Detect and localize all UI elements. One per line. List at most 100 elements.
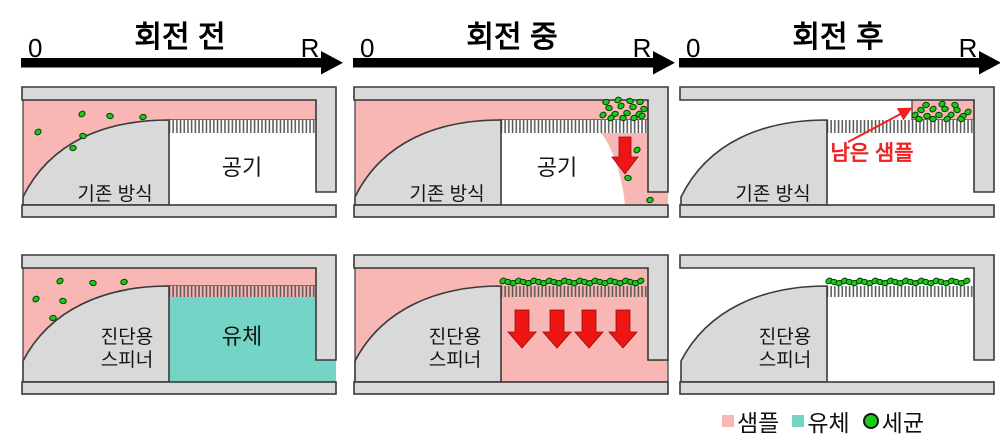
- legend-item-fluid: 유체: [792, 404, 850, 438]
- bacterium-icon: [89, 279, 97, 287]
- filter-comb: [169, 120, 316, 133]
- stage-title-before: 회전 전: [134, 21, 225, 54]
- label-conventional-method: 기존 방식: [735, 183, 810, 205]
- bacterium-icon: [964, 108, 972, 116]
- bacterium-icon: [929, 105, 937, 113]
- bacterium-icon: [602, 98, 610, 106]
- label-air: 공기: [222, 155, 262, 180]
- legend-item-sample: 샘플: [722, 404, 779, 438]
- panel-spinner-before: 진단용 스피너 유체: [21, 254, 337, 395]
- header-during: 0 회전 중 R: [353, 21, 675, 75]
- sample-pocket: [601, 133, 668, 205]
- filter-comb: [827, 120, 974, 133]
- chamber-frame: [679, 254, 995, 361]
- label-conventional-method: 기존 방식: [409, 183, 484, 205]
- stage-title-after: 회전 후: [792, 21, 883, 54]
- label-air: 공기: [537, 155, 577, 180]
- bacteria-row: [499, 277, 645, 287]
- bacterium-icon: [106, 112, 114, 120]
- bacterium-icon: [599, 111, 607, 119]
- chamber-bottom-wall: [21, 381, 337, 395]
- bacterium-icon: [629, 103, 637, 111]
- label-spinner-line2: 스피너: [101, 349, 153, 371]
- axis-start-label: 0: [360, 33, 374, 63]
- chamber-body: [680, 119, 828, 206]
- chamber-bottom-wall: [679, 381, 995, 395]
- filter-comb: [827, 286, 974, 297]
- bacterium-icon: [626, 97, 634, 105]
- bacterium-icon: [646, 196, 654, 204]
- bacterium-icon: [636, 98, 644, 106]
- bacterium-icon: [941, 105, 949, 113]
- panel-spinner-after: 진단용 스피너: [679, 254, 995, 395]
- bacterium-icon: [922, 101, 930, 109]
- bacterium-icon: [951, 101, 959, 109]
- legend-item-bacteria: 세균: [862, 404, 924, 438]
- chamber-bottom-wall: [353, 381, 669, 395]
- bacterium-icon: [614, 96, 622, 104]
- bacterium-icon: [640, 105, 648, 113]
- down-arrows: [507, 309, 638, 349]
- bacterium-icon: [637, 277, 645, 285]
- panel-conventional-before: 기존 방식 공기: [21, 86, 337, 218]
- label-spinner-line1: 진단용: [429, 326, 481, 348]
- bacterium-icon: [32, 295, 40, 303]
- chamber-frame: [21, 86, 337, 193]
- radius-axis-arrow: [679, 51, 1000, 75]
- bacteria-cluster: [911, 100, 972, 123]
- bacterium-icon: [78, 110, 86, 118]
- bacterium-icon: [633, 146, 641, 154]
- header-before: 0 회전 전 R: [21, 21, 343, 75]
- bacterium-icon: [963, 277, 971, 285]
- stage-title-during: 회전 중: [466, 21, 557, 54]
- bacterium-icon: [917, 106, 925, 114]
- bacterium-icon: [605, 104, 613, 112]
- legend-label-sample: 샘플: [737, 410, 780, 436]
- panel-conventional-during: 기존 방식 공기: [353, 86, 669, 218]
- label-spinner-line1: 진단용: [759, 326, 811, 348]
- bacterium-icon: [630, 114, 638, 122]
- bacteria-scatter: [34, 110, 147, 152]
- axis-end-label: R: [301, 33, 320, 63]
- bacteria-row: [825, 277, 971, 287]
- axis-end-label: R: [959, 33, 978, 63]
- bacterium-icon: [624, 174, 632, 182]
- bacterium-icon: [59, 297, 67, 305]
- label-spinner-line2: 스피너: [759, 349, 811, 371]
- axis-end-label: R: [633, 33, 652, 63]
- label-conventional-method: 기존 방식: [77, 183, 152, 205]
- legend-label-fluid: 유체: [807, 410, 850, 436]
- bacterium-icon: [79, 132, 87, 140]
- bacterium-icon: [935, 111, 943, 119]
- fluid-region: [169, 297, 336, 382]
- bacterium-icon: [617, 102, 625, 110]
- bacterium-icon: [623, 109, 631, 117]
- down-arrow-icon: [574, 309, 604, 349]
- panel-spinner-during: 진단용 스피너: [353, 254, 669, 395]
- label-spinner-line2: 스피너: [429, 349, 481, 371]
- label-remaining-sample: 남은 샘플: [830, 142, 913, 165]
- chamber-body: [22, 119, 170, 206]
- axis-start-label: 0: [28, 33, 42, 63]
- chamber-frame: [353, 86, 669, 193]
- chamber-body: [22, 285, 170, 383]
- bacteria-falling: [624, 146, 654, 204]
- bacterium-icon: [120, 278, 128, 286]
- chamber-body: [354, 285, 502, 383]
- label-fluid: 유체: [222, 324, 262, 349]
- bacterium-icon: [943, 115, 951, 123]
- bacterium-icon: [139, 113, 147, 121]
- annotation-arrow: [847, 107, 913, 143]
- bacterium-icon: [607, 114, 615, 122]
- legend-label-bacteria: 세균: [881, 410, 924, 436]
- chamber-frame: [21, 254, 337, 361]
- bacteria-scatter: [32, 277, 128, 322]
- filter-comb: [501, 120, 648, 133]
- chamber-frame: [679, 86, 995, 193]
- panel-conventional-after: 남은 샘플 기존 방식: [679, 86, 995, 218]
- bacterium-icon: [938, 100, 946, 108]
- bacterium-icon: [56, 277, 64, 285]
- label-spinner-line1: 진단용: [101, 326, 153, 348]
- bacterium-icon: [957, 115, 965, 123]
